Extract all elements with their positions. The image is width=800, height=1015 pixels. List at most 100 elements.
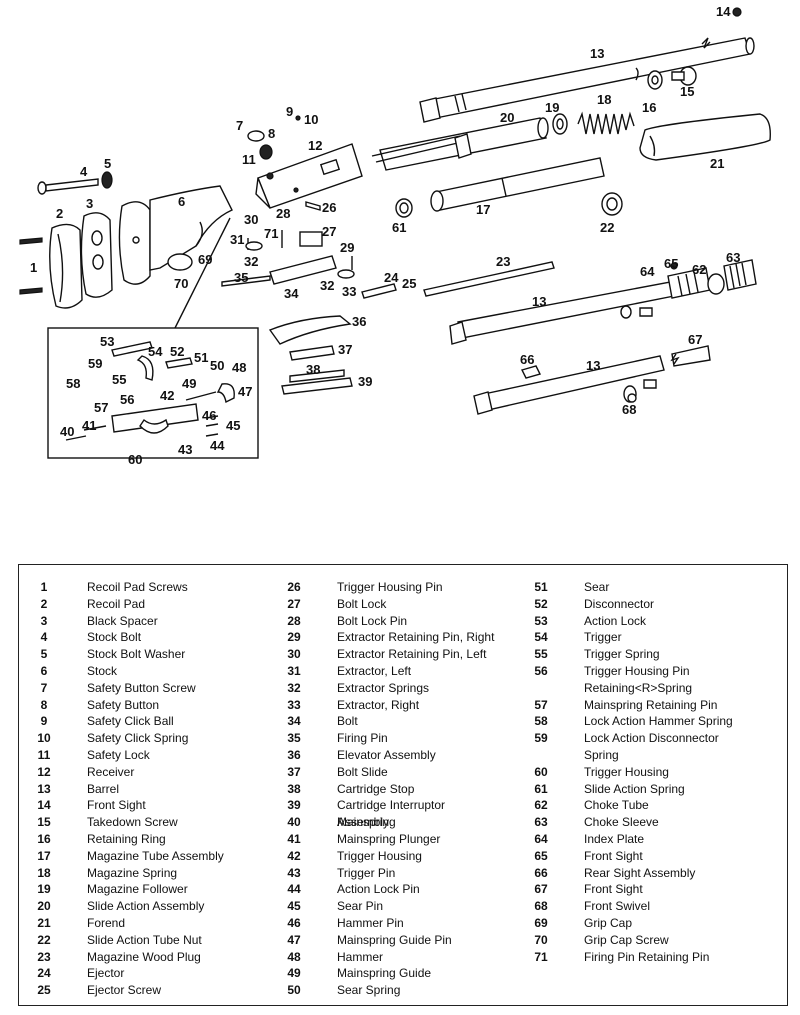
callout: 45 bbox=[226, 418, 240, 433]
callout: 43 bbox=[178, 442, 192, 457]
part-number: 21 bbox=[37, 915, 51, 930]
callout: 36 bbox=[352, 314, 366, 329]
part-name: Safety Button Screw bbox=[87, 680, 196, 695]
grip-cap bbox=[167, 253, 193, 271]
safety-lock-group bbox=[247, 115, 301, 160]
part-name: Bolt bbox=[337, 714, 358, 729]
part-name: Safety Lock bbox=[87, 747, 150, 762]
part-number: 34 bbox=[287, 714, 301, 729]
callout: 54 bbox=[148, 344, 163, 359]
part-number: 22 bbox=[37, 932, 51, 947]
part-name: Trigger Spring bbox=[584, 647, 660, 662]
part-name: Choke Tube bbox=[584, 798, 649, 813]
retaining-ring-16 bbox=[635, 67, 663, 90]
part-number: 59 bbox=[534, 731, 548, 746]
callout: 2 bbox=[56, 206, 63, 221]
callout: 34 bbox=[284, 286, 299, 301]
part-name: Ejector bbox=[87, 966, 125, 981]
part-number: 70 bbox=[534, 932, 548, 947]
part-number: 23 bbox=[37, 949, 51, 964]
callout: 71 bbox=[264, 226, 278, 241]
part-number: 24 bbox=[37, 966, 51, 981]
part-number: 66 bbox=[534, 865, 548, 880]
part-name: Cartridge Interruptor Assembly bbox=[337, 798, 446, 830]
part-name: Sear bbox=[584, 580, 610, 594]
part-name: Trigger Housing Pin bbox=[337, 580, 443, 594]
stock-butt bbox=[118, 201, 151, 285]
part-name: Forend bbox=[87, 915, 126, 930]
callout: 11 bbox=[242, 152, 256, 167]
callout: 49 bbox=[182, 376, 196, 391]
callout: 55 bbox=[112, 372, 126, 387]
part-number: 51 bbox=[534, 580, 548, 594]
callout: 6 bbox=[178, 194, 185, 209]
part-number: 64 bbox=[534, 831, 548, 846]
part-name: Receiver bbox=[87, 764, 135, 779]
part-name: Stock Bolt bbox=[87, 630, 142, 645]
exploded-parts-diagram: 1 2 3 4 5 6 7 8 9 10 11 12 13 14 15 16 1… bbox=[19, 4, 771, 467]
trigger-group-inset bbox=[47, 217, 259, 459]
part-number: 65 bbox=[534, 848, 548, 863]
callout: 29 bbox=[340, 240, 354, 255]
callout: 1 bbox=[30, 260, 37, 275]
part-number: 39 bbox=[287, 798, 301, 813]
callout: 20 bbox=[500, 110, 514, 125]
part-number: 69 bbox=[534, 915, 548, 930]
callout: 32 bbox=[244, 254, 258, 269]
magazine-wood-plug bbox=[423, 261, 555, 297]
callout: 25 bbox=[402, 276, 416, 291]
part-name: Safety Click Spring bbox=[87, 731, 189, 746]
part-number: 11 bbox=[37, 747, 51, 762]
part-number: 60 bbox=[534, 764, 548, 779]
callout: 53 bbox=[100, 334, 114, 349]
part-name: Bolt Lock bbox=[337, 596, 387, 611]
part-number: 57 bbox=[534, 697, 548, 712]
barrel-top bbox=[419, 37, 755, 123]
part-name: Action Lock bbox=[584, 613, 647, 628]
part-name: Action Lock Pin bbox=[337, 882, 420, 897]
part-number: 38 bbox=[287, 781, 301, 796]
barrel-middle-swivel bbox=[620, 305, 653, 319]
part-name: Grip Cap Screw bbox=[584, 932, 669, 947]
part-name: Front Sight bbox=[87, 798, 146, 813]
part-number: 35 bbox=[287, 731, 301, 746]
part-name: Cartridge Stop bbox=[337, 781, 415, 796]
part-name: Mainspring Guide Pin bbox=[337, 932, 452, 947]
part-number: 42 bbox=[287, 848, 301, 863]
part-number: 58 bbox=[534, 714, 548, 729]
part-number: 54 bbox=[534, 630, 548, 645]
part-name: Sear Spring bbox=[337, 983, 401, 998]
callout: 65 bbox=[664, 256, 678, 271]
barrel-middle bbox=[449, 262, 711, 345]
part-number: 50 bbox=[287, 983, 301, 998]
part-number: 25 bbox=[37, 983, 51, 998]
callout: 33 bbox=[342, 284, 356, 299]
part-number: 52 bbox=[534, 596, 548, 611]
part-number: 19 bbox=[37, 882, 51, 897]
callout: 7 bbox=[236, 118, 243, 133]
callout: 61 bbox=[392, 220, 406, 235]
callout: 51 bbox=[194, 350, 208, 365]
part-name: Trigger Housing Pin Retaining<R>Spring bbox=[584, 663, 693, 695]
callout: 5 bbox=[104, 156, 111, 171]
callout: 47 bbox=[238, 384, 252, 399]
callout: 13 bbox=[586, 358, 600, 373]
part-name: Slide Action Tube Nut bbox=[87, 932, 202, 947]
callout: 27 bbox=[322, 224, 336, 239]
part-name: Ejector Screw bbox=[87, 983, 162, 998]
forend bbox=[639, 113, 771, 161]
callout-labels: 1 2 3 4 5 6 7 8 9 10 11 12 13 14 15 16 1… bbox=[30, 4, 740, 467]
choke-sleeve bbox=[723, 259, 757, 291]
callout: 35 bbox=[234, 270, 248, 285]
part-number: 28 bbox=[287, 613, 301, 628]
part-number: 63 bbox=[534, 815, 548, 830]
callout: 4 bbox=[80, 164, 88, 179]
part-number: 20 bbox=[37, 899, 51, 914]
part-number: 48 bbox=[287, 949, 301, 964]
callout: 37 bbox=[338, 342, 352, 357]
part-name: Mainspring Plunger bbox=[337, 831, 441, 846]
choke-tube bbox=[707, 273, 725, 295]
part-name: Index Plate bbox=[584, 831, 645, 846]
part-name: Rear Sight Assembly bbox=[584, 865, 696, 880]
